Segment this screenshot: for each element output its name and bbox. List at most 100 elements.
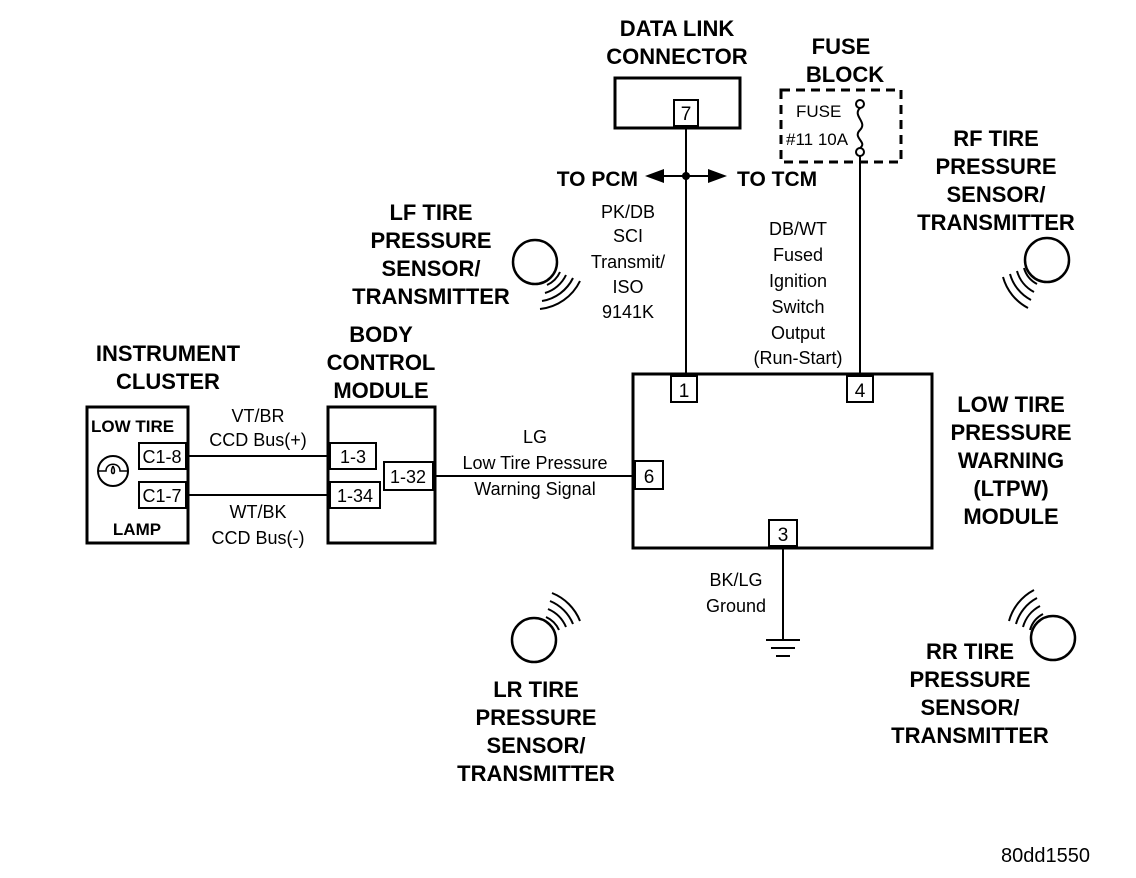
warning-signal-label: LG Low Tire Pressure Warning Signal [462,427,607,499]
rf-label-line-1: RF TIRE [953,126,1039,151]
bcm-pin-1-34 [329,481,381,509]
ccd-bus-labels: VT/BR CCD Bus(+) WT/BK CCD Bus(-) [209,406,307,548]
arrow-right-icon [708,169,727,183]
cluster-bottom-label: LAMP [113,520,161,539]
ltpw-module: 1 4 6 3 LOW TIRE PRESSURE WARNING (LTPW)… [631,372,1072,550]
sci-wire-label: PK/DB SCI Transmit/ ISO 9141K [591,202,665,322]
fused-label-line-3: Ignition [769,271,827,291]
to-tcm-label: TO TCM [737,168,817,191]
lf-sensor-icon [511,238,559,286]
lf-tire-sensor: LF TIRE PRESSURE SENSOR/ TRANSMITTER [352,200,581,310]
body-control-module: BODY CONTROL MODULE 1-3 1-34 1-32 [326,322,437,545]
lf-label-line-3: SENSOR/ [381,256,480,281]
ground-label-line-2: Ground [706,596,766,616]
warning-label-line-1: LG [523,427,547,447]
rf-label-line-2: PRESSURE [935,154,1056,179]
ltpw-title-line-5: MODULE [963,504,1058,529]
fuse-icon [856,107,864,149]
rr-signal-waves-icon [1008,589,1044,631]
ltpw-title-line-4: (LTPW) [973,476,1048,501]
bcm-pin-1-32 [383,461,434,491]
ltpw-pin-1-label: 1 [679,381,690,402]
warning-label-line-3: Warning Signal [474,479,595,499]
fused-label-line-4: Switch [771,297,824,317]
rf-label-line-3: SENSOR/ [946,182,1045,207]
fuse-terminal-bottom [855,147,865,157]
fuse-block: FUSE BLOCK FUSE #11 10A [779,34,903,164]
ltpw-title-line-1: LOW TIRE [957,392,1065,417]
lr-tire-sensor: LR TIRE PRESSURE SENSOR/ TRANSMITTER [457,592,615,786]
lr-label-line-1: LR TIRE [493,677,579,702]
cluster-title-line-1: INSTRUMENT [96,341,241,366]
ltpw-title-line-2: PRESSURE [950,420,1071,445]
lr-label-line-3: SENSOR/ [486,733,585,758]
lf-label-line-4: TRANSMITTER [352,284,510,309]
fuse-block-title-line-1: FUSE [812,34,871,59]
bcm-title-line-1: BODY [349,322,413,347]
dlc-title-line-2: CONNECTOR [606,44,747,69]
cluster-pin-c1-7 [138,481,187,509]
to-pcm-label: TO PCM [557,168,638,191]
bcm-pin-1-3-label: 1-3 [340,447,366,467]
fuse-block-title-line-2: BLOCK [806,62,884,87]
sci-label-line-3: Transmit/ [591,252,665,272]
arrow-left-icon [645,169,664,183]
fuse-rating: #11 10A [786,130,849,149]
bcm-pin-1-32-label: 1-32 [390,467,426,487]
lr-label-line-4: TRANSMITTER [457,761,615,786]
ltpw-pin-3 [768,519,798,547]
instrument-cluster: INSTRUMENT CLUSTER LOW TIRE LAMP C1-8 C1… [85,341,241,545]
fused-label-line-2: Fused [773,245,823,265]
sci-label-line-5: 9141K [602,302,654,322]
fused-label-line-6: (Run-Start) [753,348,842,368]
ccd-plus-label-line-1: VT/BR [231,406,284,426]
ltpw-pin-3-label: 3 [778,525,789,546]
cluster-pin-c1-7-label: C1-7 [142,486,181,506]
fused-label-line-1: DB/WT [769,219,827,239]
ccd-minus-label-line-2: CCD Bus(-) [212,528,305,548]
rr-sensor-icon [1029,614,1077,662]
ccd-plus-label-line-2: CCD Bus(+) [209,430,307,450]
fuse-label: FUSE [796,102,841,121]
dlc-title-line-1: DATA LINK [620,16,735,41]
cluster-pin-c1-8 [138,442,187,470]
rf-signal-waves-icon [1002,267,1038,309]
ltpw-pin-4-label: 4 [855,381,866,402]
warning-label-line-2: Low Tire Pressure [462,453,607,473]
lf-signal-waves-icon [539,271,581,310]
lr-signal-waves-icon [545,592,581,631]
ltpw-pin-1 [670,375,698,403]
bcm-pin-1-3 [329,442,377,470]
lamp-filament-icon [98,463,128,475]
sci-label-line-2: SCI [613,226,643,246]
dlc-box [613,76,742,130]
cluster-box [85,405,190,545]
lr-label-line-2: PRESSURE [475,705,596,730]
data-link-connector: DATA LINK CONNECTOR 7 [606,16,748,130]
ltpw-pin-6-label: 6 [644,467,655,488]
sci-label-line-1: PK/DB [601,202,655,222]
fused-label-line-5: Output [771,323,825,343]
fused-wire-label: DB/WT Fused Ignition Switch Output (Run-… [753,219,842,368]
bcm-pin-1-34-label: 1-34 [337,486,373,506]
cluster-top-label: LOW TIRE [91,417,174,436]
cluster-title-line-2: CLUSTER [116,369,220,394]
ground-label-line-1: BK/LG [709,570,762,590]
lf-label-line-1: LF TIRE [389,200,472,225]
rr-label-line-2: PRESSURE [909,667,1030,692]
ground: BK/LG Ground [706,546,800,657]
bcm-title-line-2: CONTROL [327,350,436,375]
figure-id: 80dd1550 [1001,845,1090,867]
ccd-minus-label-line-1: WT/BK [230,502,287,522]
rf-tire-sensor: RF TIRE PRESSURE SENSOR/ TRANSMITTER [917,126,1075,309]
rr-label-line-1: RR TIRE [926,639,1014,664]
pcm-tcm-arrows: TO PCM TO TCM [557,168,817,191]
rf-label-line-4: TRANSMITTER [917,210,1075,235]
fuse-block-box [779,88,903,164]
rf-sensor-icon [1023,236,1071,284]
sci-label-line-4: ISO [612,277,643,297]
rr-tire-sensor: RR TIRE PRESSURE SENSOR/ TRANSMITTER [891,589,1077,748]
lf-label-line-2: PRESSURE [370,228,491,253]
cluster-pin-c1-8-label: C1-8 [142,447,181,467]
